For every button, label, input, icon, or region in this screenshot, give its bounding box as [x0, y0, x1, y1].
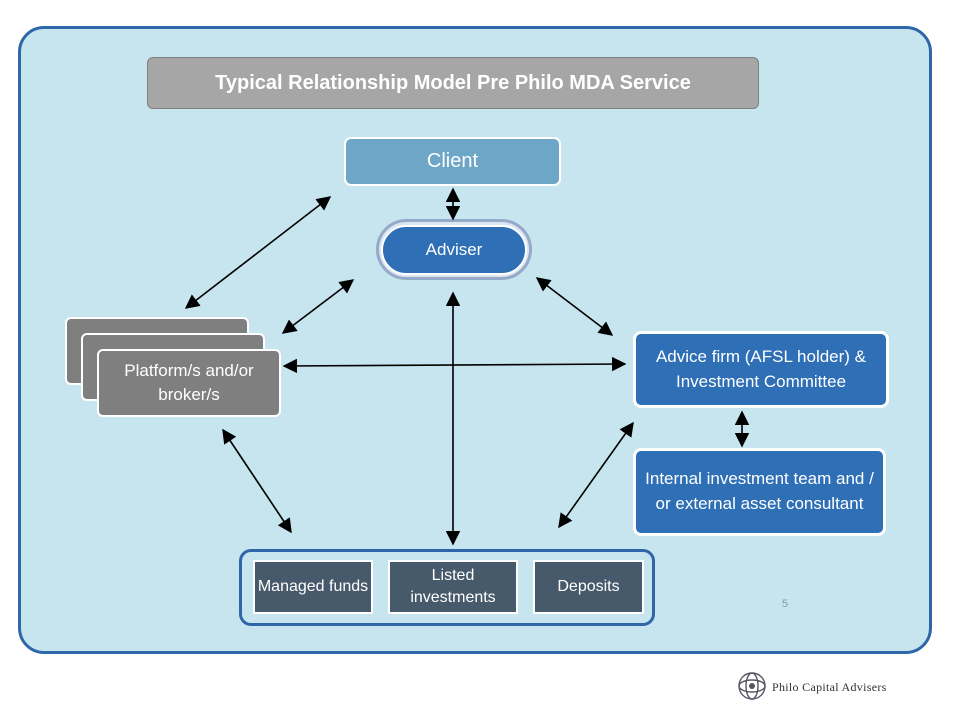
arrow-adviser-advicefirm [535, 277, 614, 336]
arrow-adviser-platform [281, 279, 355, 334]
slide-title: Typical Relationship Model Pre Philo MDA… [147, 57, 759, 109]
arrow-client-platform [184, 196, 332, 309]
adviser-node: Adviser [381, 225, 527, 275]
philo-logo-icon [738, 672, 766, 700]
client-node: Client [344, 137, 561, 186]
internal-team-node: Internal investment team and / or extern… [633, 448, 886, 536]
product-listed-investments: Listed investments [388, 560, 518, 614]
advice-firm-node: Advice firm (AFSL holder) & Investment C… [633, 331, 889, 408]
platform-node: Platform/s and/or broker/s [97, 349, 281, 417]
arrow-platform-advicefirm [282, 356, 627, 374]
product-managed-funds: Managed funds [253, 560, 373, 614]
arrow-internal-products [558, 421, 634, 529]
company-name: Philo Capital Advisers [772, 680, 887, 694]
product-deposits: Deposits [533, 560, 644, 614]
arrow-platform-products [222, 428, 292, 534]
page-number: 5 [782, 598, 789, 610]
